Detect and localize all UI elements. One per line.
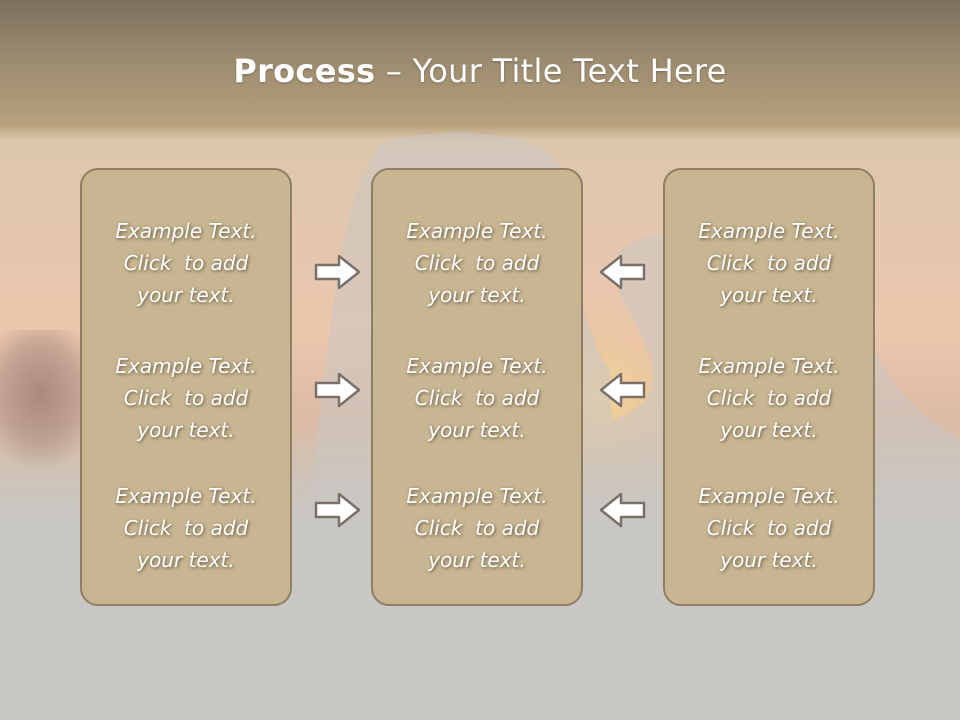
text-line: Example Text. (698, 219, 840, 243)
left-column-box[interactable]: Example Text. Click to add your text. Exam… (80, 168, 292, 606)
text-line: Click to add (123, 386, 249, 410)
text-line: Example Text. (115, 484, 257, 508)
text-block[interactable]: Example Text. Click to add your text. (82, 215, 290, 311)
text-line: Example Text. (406, 219, 548, 243)
right-arrow-icon[interactable] (313, 370, 363, 410)
text-line: your text. (428, 418, 526, 442)
text-line: Click to add (123, 516, 249, 540)
text-line: Click to add (414, 516, 540, 540)
text-line: Example Text. (698, 484, 840, 508)
title-rest: – Your Title Text Here (375, 52, 727, 90)
slide-title[interactable]: Process – Your Title Text Here (0, 52, 960, 90)
text-line: Example Text. (115, 219, 257, 243)
text-block[interactable]: Example Text. Click to add your text. (373, 350, 581, 446)
title-bold: Process (233, 52, 376, 90)
text-line: Click to add (123, 251, 249, 275)
text-block[interactable]: Example Text. Click to add your text. (665, 350, 873, 446)
text-line: your text. (428, 548, 526, 572)
text-line: your text. (137, 418, 235, 442)
text-line: your text. (720, 418, 818, 442)
text-line: your text. (137, 548, 235, 572)
right-arrow-icon[interactable] (313, 490, 363, 530)
right-arrow-icon[interactable] (313, 252, 363, 292)
text-line: Click to add (706, 386, 832, 410)
text-line: Click to add (706, 251, 832, 275)
text-block[interactable]: Example Text. Click to add your text. (82, 350, 290, 446)
text-block[interactable]: Example Text. Click to add your text. (82, 480, 290, 576)
text-line: your text. (428, 283, 526, 307)
middle-column-box[interactable]: Example Text. Click to add your text. Exam… (371, 168, 583, 606)
left-arrow-icon[interactable] (597, 490, 647, 530)
text-block[interactable]: Example Text. Click to add your text. (373, 215, 581, 311)
right-column-box[interactable]: Example Text. Click to add your text. Exam… (663, 168, 875, 606)
text-line: your text. (137, 283, 235, 307)
text-block[interactable]: Example Text. Click to add your text. (665, 480, 873, 576)
text-line: Example Text. (698, 354, 840, 378)
text-block[interactable]: Example Text. Click to add your text. (665, 215, 873, 311)
left-arrow-icon[interactable] (597, 252, 647, 292)
text-line: your text. (720, 548, 818, 572)
text-block[interactable]: Example Text. Click to add your text. (373, 480, 581, 576)
text-line: Click to add (414, 251, 540, 275)
text-line: Click to add (414, 386, 540, 410)
text-line: Example Text. (406, 484, 548, 508)
text-line: Click to add (706, 516, 832, 540)
text-line: your text. (720, 283, 818, 307)
text-line: Example Text. (406, 354, 548, 378)
left-arrow-icon[interactable] (597, 370, 647, 410)
text-line: Example Text. (115, 354, 257, 378)
